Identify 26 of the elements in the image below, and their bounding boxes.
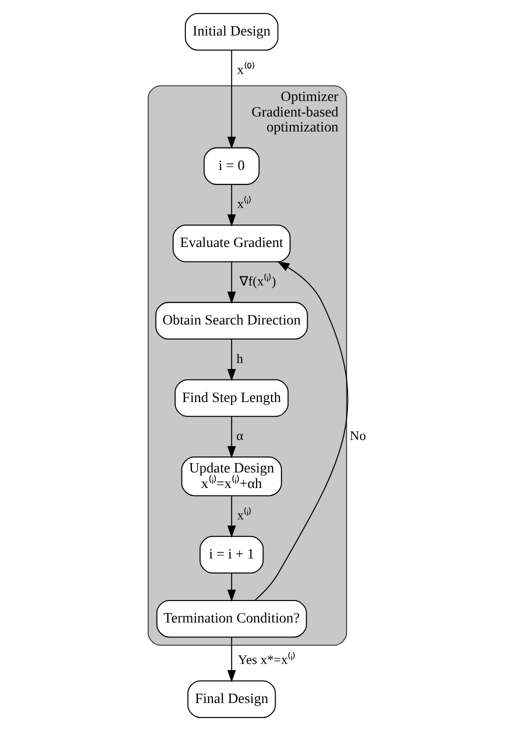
edge-label: ∇f(x⁽ⁱ⁾): [238, 274, 276, 289]
node-box: Obtain Search Direction: [154, 302, 308, 340]
node-box: Update Design x⁽ⁱ⁾=x⁽ⁱ⁾+αh: [180, 456, 282, 496]
arrow: [226, 262, 236, 304]
arrow: [226, 573, 236, 602]
arrow: [226, 416, 236, 458]
edge-label: No: [349, 428, 366, 444]
edge-label: α: [236, 428, 243, 444]
edge-label: x⁽ⁱ⁾: [236, 196, 252, 212]
arrow: [226, 50, 236, 150]
node-box: Find Step Length: [174, 379, 288, 417]
arrow: [254, 261, 348, 601]
node-box: i = i + 1: [199, 536, 264, 574]
arrow: [226, 339, 236, 382]
node-box: Final Design: [186, 680, 276, 718]
node-box: i = 0: [203, 147, 260, 185]
edge-label: x⁽⁰⁾: [236, 62, 254, 77]
arrow: [226, 496, 236, 538]
node-box: Evaluate Gradient: [172, 224, 290, 262]
edge-label: h: [236, 350, 243, 366]
arrow: [226, 184, 236, 227]
node-box: Termination Condition?: [156, 600, 306, 638]
arrow: [226, 637, 236, 682]
edge-label: x⁽ⁱ⁾: [236, 508, 252, 523]
node-box: Initial Design: [184, 13, 278, 51]
edge-label: Yes x*=x⁽ⁱ⁾: [237, 652, 296, 667]
